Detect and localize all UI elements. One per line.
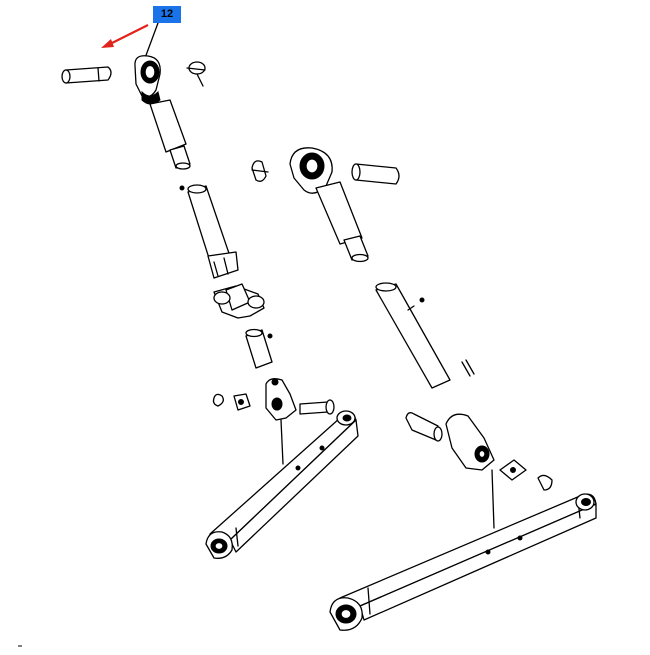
left-upper-ball-joint-icon [134,55,191,170]
left-upper-link-pin-icon [61,66,112,84]
right-upper-ball-joint-icon [251,147,400,263]
right-pivot-hardware-icon [405,412,553,529]
left-retaining-clip-icon [186,61,206,87]
left-lift-rod-icon [179,184,239,279]
callout-leader-line [144,22,159,59]
callout-arrow-icon [101,24,149,48]
left-pivot-hardware-icon [212,378,335,465]
right-lower-link-arm-icon [329,493,597,631]
part-number-callout[interactable]: 12 [153,6,181,23]
left-clevis-bracket-icon [213,283,273,369]
left-lower-link-arm-icon [205,410,359,559]
right-lift-rod-icon [375,282,475,389]
